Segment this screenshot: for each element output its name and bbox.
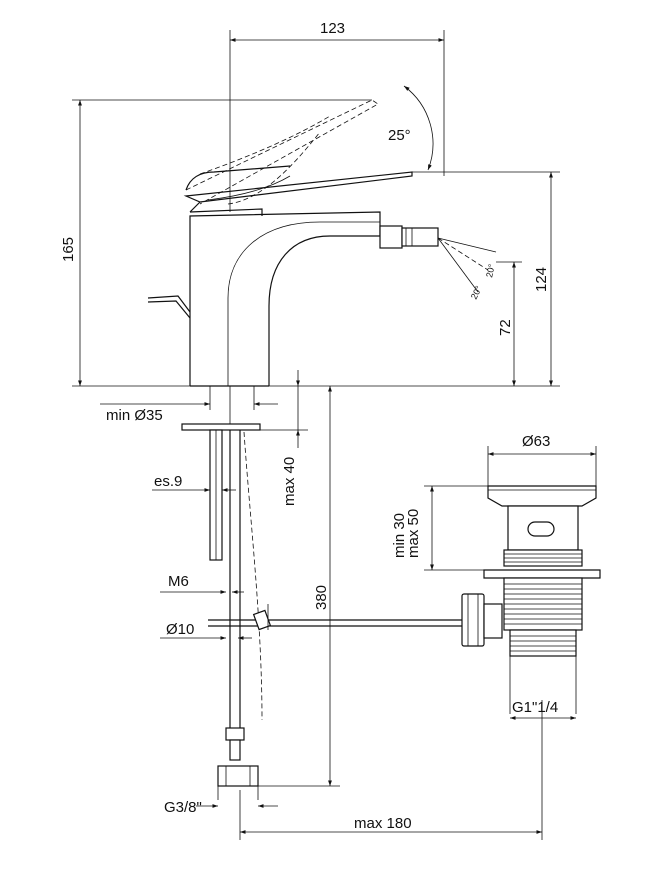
dim-min-30-label: min 30 <box>391 513 408 558</box>
lever-handle <box>183 165 413 213</box>
dim-min-d35-label: min Ø35 <box>106 407 163 424</box>
dim-height-124 <box>269 171 560 387</box>
dim-g1-1-4 <box>509 656 577 720</box>
dim-max-180-label: max 180 <box>354 815 412 832</box>
dim-height-165-label: 165 <box>60 237 77 262</box>
pop-up-rod-knob <box>147 295 191 319</box>
waste-knob <box>461 593 503 647</box>
dim-min-d35 <box>100 386 278 410</box>
dim-width-label: 123 <box>320 20 345 37</box>
mounting-plate <box>181 386 261 431</box>
dim-width-123 <box>229 30 445 212</box>
dim-min30-max50 <box>424 485 488 571</box>
spray-nozzle <box>379 225 497 293</box>
dim-max-50-label: max 50 <box>405 509 422 558</box>
dim-height-165 <box>72 99 372 387</box>
waste-body <box>483 485 601 657</box>
dim-380 <box>258 386 340 787</box>
dim-angle-label: 25° <box>388 127 411 144</box>
dim-d63-label: Ø63 <box>522 433 550 450</box>
threaded-rod <box>209 429 223 561</box>
dim-g3-8 <box>196 786 278 808</box>
faucet-body <box>189 208 381 387</box>
dim-max-40 <box>260 370 308 448</box>
dim-height-72-label: 72 <box>497 319 514 336</box>
dim-es9-label: es.9 <box>154 473 182 490</box>
dim-height-72 <box>496 261 522 386</box>
dim-g3-8-label: G3/8" <box>164 799 202 816</box>
lever-raised-dashed <box>185 99 379 205</box>
dim-max-40-label: max 40 <box>281 457 298 506</box>
spray-angle-right-label: 20° <box>484 263 497 279</box>
hose-fitting <box>217 727 259 787</box>
dim-380-label: 380 <box>313 585 330 610</box>
spray-angle-left-label: 20° <box>469 284 484 301</box>
dim-d10-label: Ø10 <box>166 621 194 638</box>
dim-m6-label: M6 <box>168 573 189 590</box>
dim-height-124-label: 124 <box>533 267 550 292</box>
pop-up-linkage <box>208 604 462 631</box>
dim-d63 <box>487 446 597 486</box>
flexible-hose <box>229 430 263 730</box>
dim-angle-25 <box>403 85 434 171</box>
dim-g1-1-4-label: G1"1/4 <box>512 699 558 716</box>
dim-max-180 <box>239 700 543 840</box>
